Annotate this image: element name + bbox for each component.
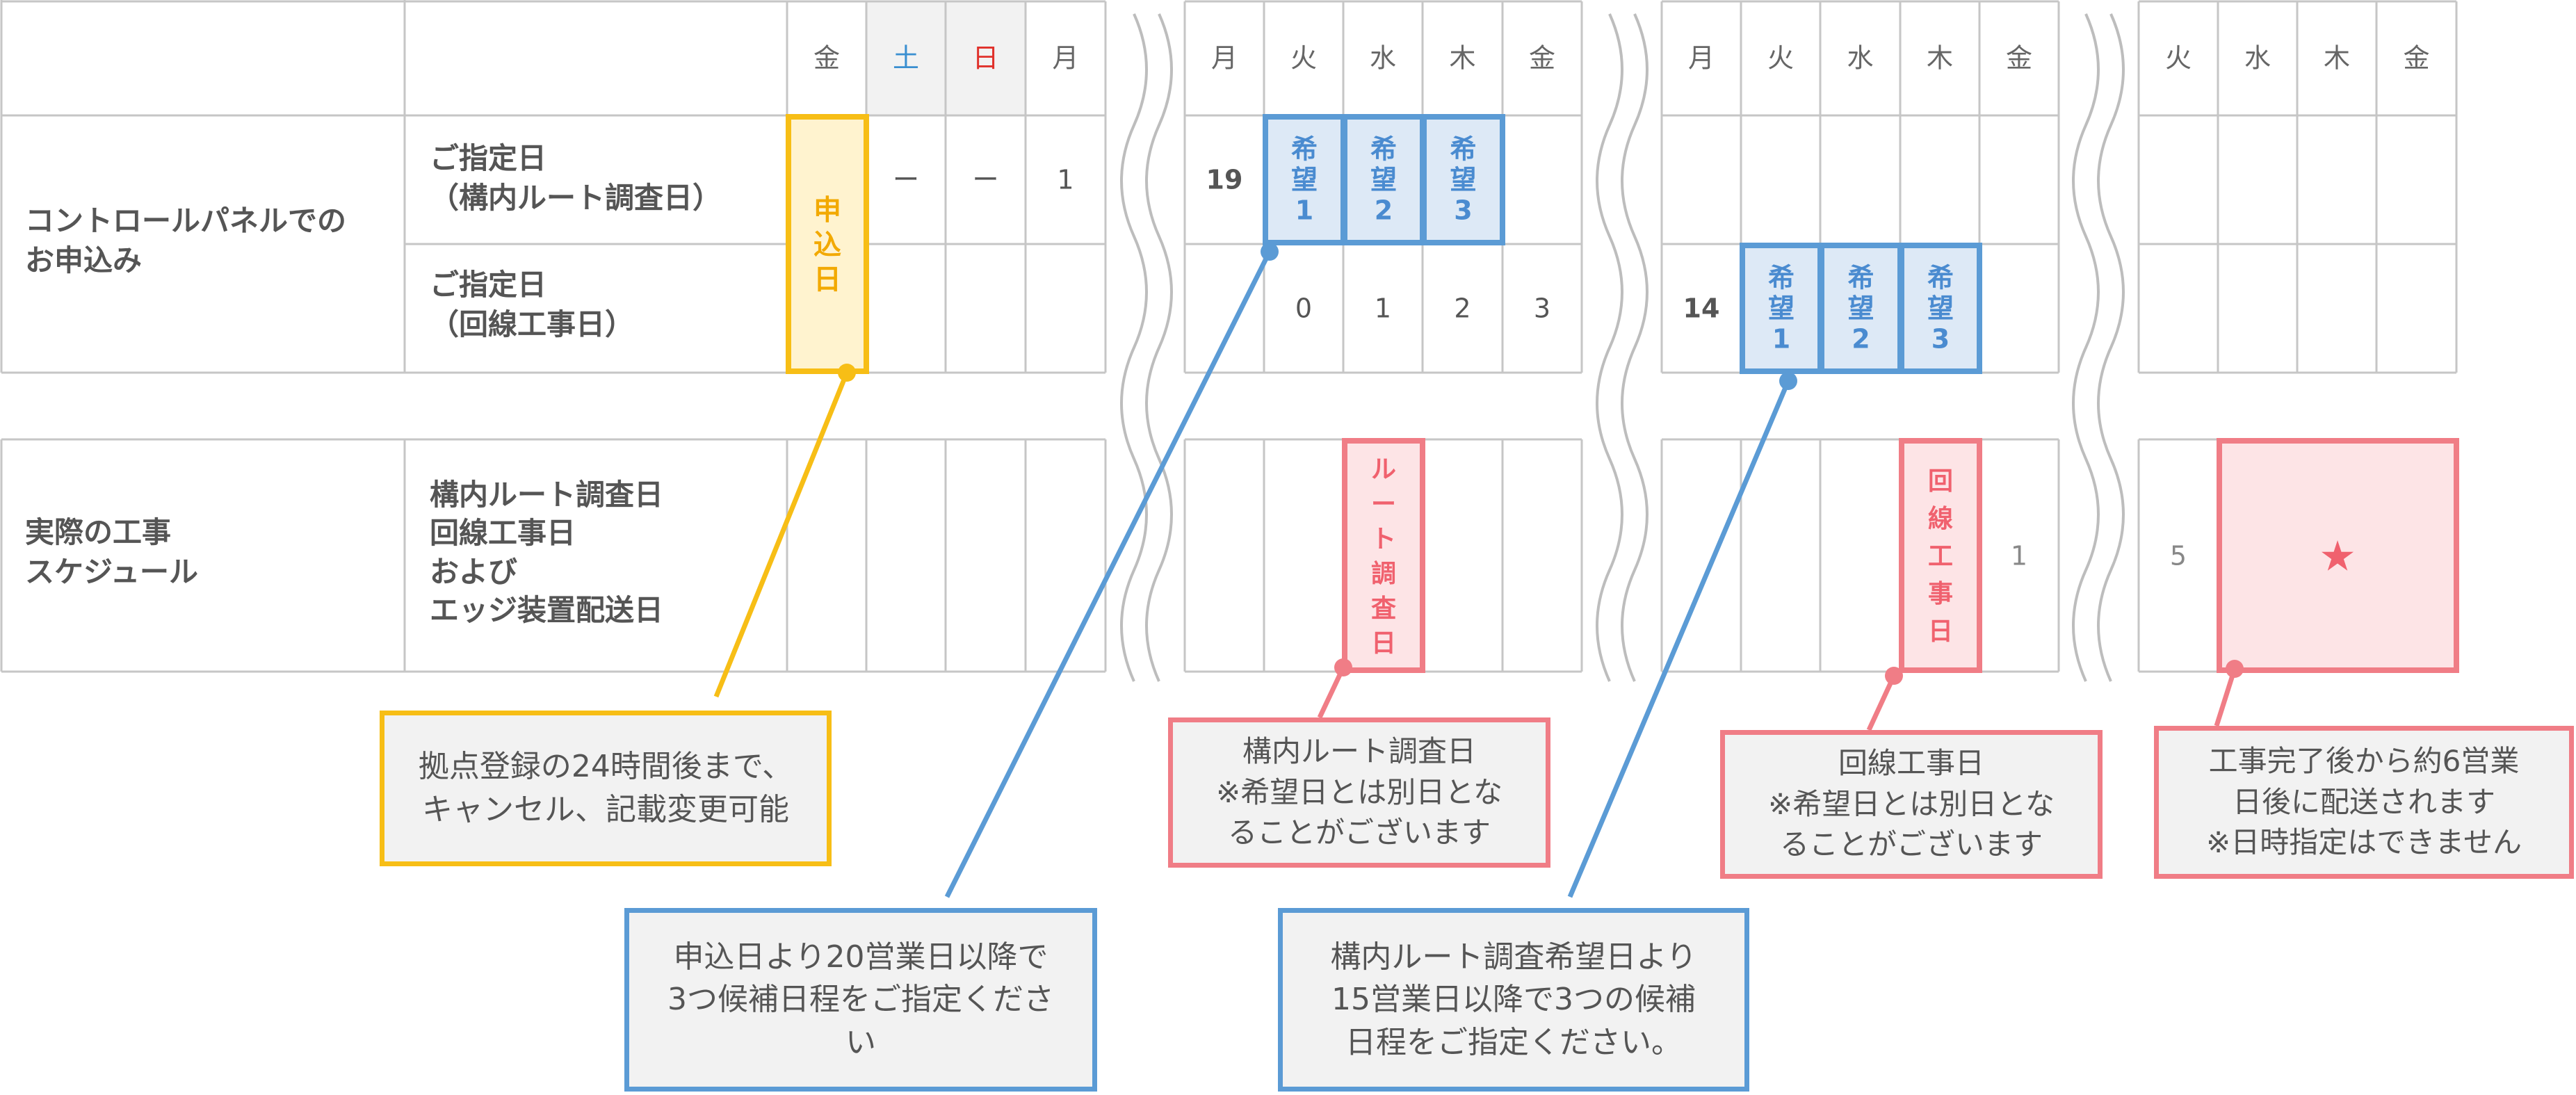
break-wave-line <box>1145 13 1173 682</box>
line-construction-label: 回線工事日 <box>1928 467 1953 646</box>
day-header: 金 <box>1529 43 1555 74</box>
route-survey-label: ルート調査日 <box>1371 455 1396 658</box>
delivery-highlight <box>2217 438 2459 673</box>
day-header: 土 <box>893 43 919 74</box>
line-construction-highlight <box>1899 438 1982 673</box>
day-header: 木 <box>1927 43 1953 74</box>
day-header: 月 <box>1052 43 1078 74</box>
wish-construction-box <box>1819 243 1903 374</box>
callout-survey-request-note: 申込日より20営業日以降で 3つ候補日程をご指定くださ い <box>624 908 1097 1092</box>
wish-construction-box <box>1740 243 1823 374</box>
callout-construction-note: 回線工事日 ※希望日とは別日とな ることがございます <box>1720 730 2103 879</box>
star-icon: ★ <box>2319 533 2356 581</box>
date-cell: 0 <box>1295 293 1312 324</box>
date-cell: 1 <box>2011 541 2027 571</box>
day-header: 日 <box>972 43 998 74</box>
break-wave-line <box>2097 13 2125 682</box>
callout-construction-request-note: 構内ルート調査希望日より 15営業日以降で3つの候補 日程をご指定ください。 <box>1278 908 1749 1092</box>
row-label-actual-detail: 構内ルート調査日 回線工事日 および エッジ装置配送日 <box>430 478 664 628</box>
survey-request-connector-dot <box>1261 243 1279 261</box>
apply-day-highlight <box>786 114 869 374</box>
date-cell: 1 <box>1057 165 1074 195</box>
date-cell: 14 <box>1683 293 1720 324</box>
route-survey-connector <box>1317 666 1346 719</box>
date-cell: ー <box>972 165 998 195</box>
date-cell: 3 <box>1534 293 1550 324</box>
wish-survey-box <box>1421 114 1505 245</box>
survey-request-connector <box>944 250 1272 898</box>
row-label-designated-survey: ご指定日 （構内ルート調査日） <box>430 141 722 215</box>
callout-route-survey-note: 構内ルート調査日 ※希望日とは別日とな ることがございます <box>1168 717 1550 868</box>
day-header: 火 <box>1290 43 1317 74</box>
date-cell: ー <box>893 165 919 195</box>
break-wave-line <box>1120 13 1148 682</box>
route-survey-connector-dot <box>1334 658 1352 676</box>
day-header: 金 <box>2006 43 2032 74</box>
row-label-actual-schedule: 実際の工事 スケジュール <box>25 515 199 589</box>
construction-connector-dot <box>1885 667 1903 685</box>
break-wave-line <box>1596 13 1623 682</box>
date-cell: 19 <box>1206 165 1243 195</box>
wish-survey-box <box>1342 114 1425 245</box>
cancel-note-connector-dot <box>838 364 856 382</box>
break-wave-line <box>2072 13 2100 682</box>
break-wave-line <box>1621 13 1649 682</box>
day-header: 木 <box>1449 43 1475 74</box>
date-cell: 2 <box>1454 293 1471 324</box>
construction-connector <box>1866 674 1897 731</box>
cancel-note-connector <box>713 371 850 698</box>
wish-construction-box <box>1899 243 1982 374</box>
construction-request-connector-dot <box>1779 372 1797 390</box>
route-survey-highlight <box>1342 438 1425 673</box>
date-cell: 1 <box>1375 293 1391 324</box>
day-header: 水 <box>2244 43 2271 74</box>
delivery-connector <box>2214 667 2237 727</box>
day-header: 月 <box>1211 43 1238 74</box>
row-label-designated-construction: ご指定日 （回線工事日） <box>430 268 635 341</box>
date-cell: 5 <box>2170 541 2187 571</box>
day-header: 金 <box>813 43 840 74</box>
day-header: 火 <box>1767 43 1794 74</box>
day-header: 月 <box>1688 43 1715 74</box>
day-header: 火 <box>2165 43 2192 74</box>
construction-request-connector <box>1567 380 1791 898</box>
day-header: 水 <box>1847 43 1873 74</box>
day-header: 木 <box>2324 43 2350 74</box>
row-label-application: コントロールパネルでの お申込み <box>25 204 347 277</box>
delivery-connector-dot <box>2226 660 2244 678</box>
callout-cancel-note: 拠点登録の24時間後まで、 キャンセル、記載変更可能 <box>380 711 832 866</box>
apply-day-label: 申込日 <box>813 194 841 295</box>
day-header: 水 <box>1370 43 1396 74</box>
day-header: 金 <box>2403 43 2429 74</box>
callout-delivery-note: 工事完了後から約6営業 日後に配送されます ※日時指定はできません <box>2154 726 2574 879</box>
